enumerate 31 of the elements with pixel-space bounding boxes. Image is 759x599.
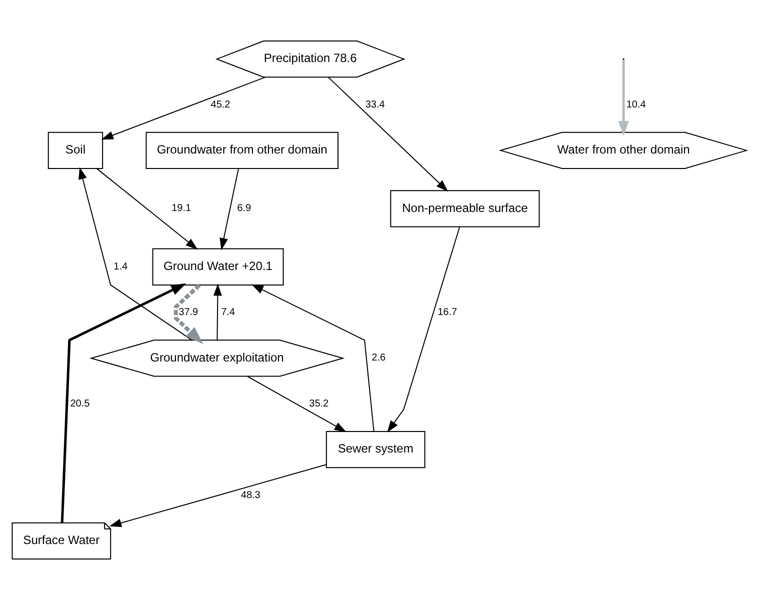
edge-label: 16.7	[438, 306, 458, 318]
node-box: Soil	[48, 131, 104, 168]
edge-label: 35.2	[309, 398, 329, 409]
arrow	[60, 282, 186, 522]
node-box: Non-permeable surface	[390, 190, 540, 227]
edge-label: 1.4	[114, 260, 128, 272]
arrow	[174, 283, 204, 344]
arrow	[251, 284, 374, 431]
edge-label: 45.2	[210, 98, 230, 110]
arrow	[387, 226, 460, 432]
edge-label: 37.9	[178, 306, 198, 318]
edge-label: 6.9	[237, 202, 252, 214]
arrow	[220, 168, 239, 250]
arrow	[213, 283, 222, 340]
edge-label: 2.6	[372, 352, 386, 364]
node-box: Groundwater from other domain	[146, 131, 338, 168]
edge-label: 19.1	[172, 202, 192, 214]
edge-label: 33.4	[365, 98, 385, 110]
arrow	[78, 166, 192, 340]
arrow	[101, 76, 266, 140]
arrow	[247, 376, 346, 432]
node-box: Sewer system	[326, 430, 426, 468]
arrow	[328, 76, 448, 192]
edge-label: 7.4	[221, 306, 236, 318]
arrow	[109, 464, 326, 527]
edge-label: 10.4	[626, 98, 646, 110]
edge-label: 20.5	[70, 398, 90, 409]
arrow	[96, 168, 198, 250]
edge-label: 48.3	[240, 489, 260, 500]
arrow	[618, 60, 629, 136]
node-box: Ground Water +20.1	[152, 248, 284, 285]
